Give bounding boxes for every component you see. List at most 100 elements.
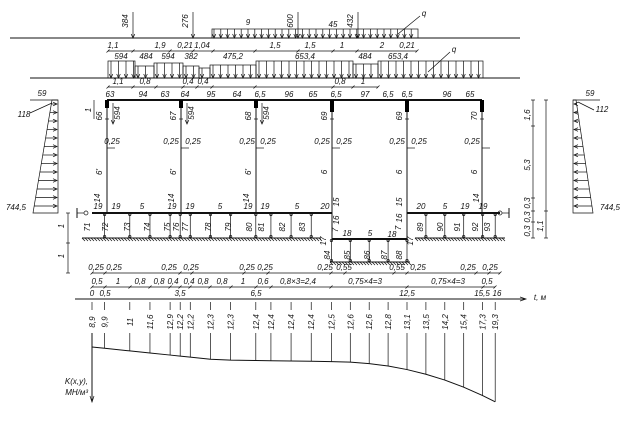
hatch-mark	[171, 237, 176, 242]
column-head	[179, 100, 183, 108]
arrowhead-icon	[320, 33, 325, 39]
axis-arrow-icon	[519, 296, 528, 302]
hatch-mark	[489, 237, 494, 242]
arrowhead-icon	[573, 186, 579, 192]
k-value: 14,2	[441, 314, 450, 330]
pressure-value: 744,5	[6, 203, 27, 212]
pit-member-label: 16	[395, 213, 404, 222]
spring-node	[229, 234, 233, 239]
hatch-mark	[228, 237, 233, 242]
dim-tick	[178, 285, 182, 289]
hatch-mark	[435, 237, 440, 242]
spring-number: 86	[363, 250, 372, 259]
spring-node	[462, 234, 466, 239]
dim-tick	[208, 285, 212, 289]
spring-node	[462, 212, 466, 217]
pressure-value: 59	[586, 89, 595, 98]
arrowhead-icon	[52, 169, 58, 175]
arrowhead-icon	[381, 33, 387, 39]
hatch-mark	[362, 261, 367, 266]
hatch-mark	[477, 237, 482, 242]
hatch-mark	[392, 261, 397, 266]
beam-member-label: 5	[295, 202, 300, 211]
arrowhead-icon	[225, 33, 230, 39]
arrowhead-icon	[347, 33, 353, 39]
k-value: 12,4	[307, 314, 316, 330]
point-load-value: 384	[121, 14, 130, 28]
spring-number: 78	[204, 222, 213, 231]
spring-node	[178, 212, 182, 217]
spring-node	[329, 238, 333, 243]
dim-tick	[331, 85, 335, 89]
hatch-mark	[93, 237, 98, 242]
spacing-value: 1	[241, 277, 245, 286]
hatch-mark	[450, 237, 455, 242]
hatch-mark	[162, 237, 167, 242]
axis-tick-label: 3,5	[174, 289, 186, 298]
arrowhead-icon	[266, 33, 271, 39]
hatch-mark	[231, 237, 236, 242]
hatch-mark	[459, 237, 464, 242]
arrowhead-icon	[573, 203, 579, 209]
dim-tick	[181, 85, 185, 89]
dim-value: 1,1	[107, 41, 118, 50]
axis-tick-label: 0,5	[99, 289, 111, 298]
hatch-mark	[350, 261, 355, 266]
arrowhead-icon	[248, 73, 253, 79]
hatch-mark	[468, 237, 473, 242]
beam-member-label: 6,5	[330, 90, 342, 99]
spacing-value: 0,8×3=2,4	[280, 277, 317, 286]
dim-tick	[190, 271, 194, 275]
spring-node	[148, 212, 152, 217]
hatch-mark	[312, 237, 317, 242]
spring-node	[103, 212, 107, 217]
hatch-mark	[99, 237, 104, 242]
spring-node	[148, 234, 152, 239]
column-label: 6'	[244, 169, 253, 175]
k-value: 11	[126, 318, 135, 326]
hatch-mark	[309, 237, 314, 242]
arrowhead-icon	[476, 73, 481, 79]
hatch-mark	[318, 237, 323, 242]
column-label: 6'	[169, 169, 178, 175]
dim-tick	[188, 285, 192, 289]
beam-member-label: 6,5	[254, 90, 266, 99]
spacing-value: 0,25	[239, 263, 255, 272]
dim-tick	[195, 85, 199, 89]
arrowhead-icon	[191, 73, 196, 79]
hatch-mark	[258, 237, 263, 242]
dim-tick	[131, 49, 135, 53]
hatch-mark	[395, 261, 400, 266]
hatch-mark	[432, 237, 437, 242]
column-member-label: 67	[169, 111, 178, 120]
spacing-value: 0,55	[336, 263, 352, 272]
arrowhead-icon	[423, 73, 429, 79]
hatch-mark	[111, 237, 116, 242]
load-block-value: 653,4	[388, 52, 409, 61]
column-label: 6	[470, 169, 479, 174]
spring-number: 84	[323, 250, 332, 259]
spacing-value: 0,25	[257, 263, 273, 272]
dim-tick	[481, 285, 485, 289]
axis-tick-label: 15,5	[474, 289, 490, 298]
hatch-mark	[332, 261, 337, 266]
axis-tick-label: 0	[90, 289, 95, 298]
offset-label: 0,25	[104, 137, 120, 146]
dim-tick	[191, 49, 195, 53]
arrowhead-icon	[573, 118, 579, 124]
spacing-value: 0,8	[197, 277, 209, 286]
spacing-value: 0,8	[134, 277, 146, 286]
column-load-value: 594	[187, 106, 196, 120]
dim-tick	[376, 85, 380, 89]
k-value: 12,2	[186, 314, 195, 330]
spring-number: 89	[416, 222, 425, 231]
arrowhead-icon	[339, 73, 344, 79]
dim-value: 0,21	[177, 41, 193, 50]
k-value: 8,9	[88, 316, 97, 328]
hatch-mark	[252, 237, 257, 242]
spring-node	[128, 234, 132, 239]
offset-label: 0,25	[464, 137, 480, 146]
t-axis-title: t, м	[534, 293, 547, 302]
arrowhead-icon	[190, 33, 196, 39]
arrowhead-icon	[573, 161, 579, 166]
